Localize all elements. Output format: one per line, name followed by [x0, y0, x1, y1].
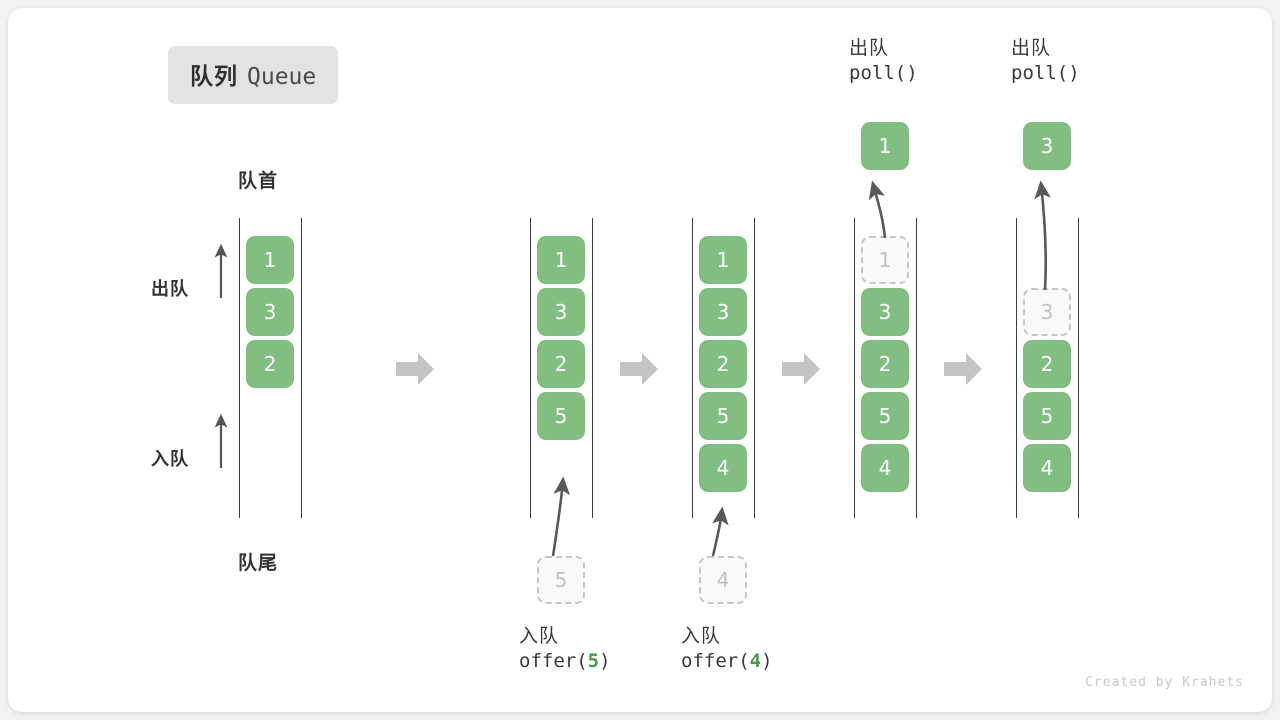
dequeue-curved-arrow	[868, 180, 887, 239]
caption-code-prefix: offer(	[519, 650, 588, 673]
operation-caption: 出队 poll()	[849, 36, 918, 87]
watermark: Created by Krahets	[1085, 675, 1244, 690]
queue-item: 3	[861, 288, 909, 336]
queue-slots: 1 3 2	[246, 236, 294, 392]
queue-item: 1	[699, 236, 747, 284]
flow-arrow-icon	[396, 353, 434, 385]
enqueue-curved-arrow	[711, 506, 729, 557]
title-english: Queue	[247, 64, 317, 90]
rail-right	[916, 218, 917, 518]
enqueue-side-label: 入队	[151, 449, 189, 469]
operation-caption: 出队 poll()	[1011, 36, 1080, 87]
rail-left	[692, 218, 693, 518]
caption-code-prefix: offer(	[681, 650, 750, 673]
rail-left	[1016, 218, 1017, 518]
rail-left	[530, 218, 531, 518]
caption-code-number: 5	[587, 650, 600, 673]
enqueue-curved-arrow	[551, 476, 571, 557]
polled-item: 3	[1023, 122, 1071, 170]
queue-column-after-offer-4: 1 3 2 5 4 4 入队 offer(4)	[663, 8, 793, 712]
queue-item: 4	[1023, 444, 1071, 492]
queue-item: 5	[861, 392, 909, 440]
operation-caption: 入队 offer(5)	[519, 624, 611, 675]
flow-arrow-icon	[944, 353, 982, 385]
caption-chinese: 入队	[519, 626, 560, 647]
outgoing-ghost-item: 3	[1023, 288, 1071, 336]
dequeue-side-label: 出队	[151, 279, 189, 299]
queue-column-initial: 1 3 2	[210, 8, 340, 712]
queue-item: 2	[699, 340, 747, 388]
outgoing-ghost-item: 1	[861, 236, 909, 284]
queue-item: 2	[537, 340, 585, 388]
rail-right	[1078, 218, 1079, 518]
queue-item: 2	[246, 340, 294, 388]
incoming-ghost-item: 5	[537, 556, 585, 604]
queue-column-after-poll-3: 3 2 5 4 3 出队 poll()	[987, 8, 1117, 712]
caption-chinese: 入队	[681, 626, 722, 647]
queue-item: 1	[537, 236, 585, 284]
queue-head-label: 队首	[238, 171, 279, 192]
caption-code: poll()	[1011, 61, 1080, 86]
enqueue-direction-arrow	[214, 413, 228, 468]
queue-item: 1	[246, 236, 294, 284]
queue-item: 5	[1023, 392, 1071, 440]
caption-code: poll()	[849, 61, 918, 86]
queue-item: 5	[699, 392, 747, 440]
polled-item: 1	[861, 122, 909, 170]
rail-right	[592, 218, 593, 518]
incoming-ghost-item: 4	[699, 556, 747, 604]
title-badge: 队列 Queue	[168, 46, 339, 104]
queue-item: 4	[699, 444, 747, 492]
queue-item: 5	[537, 392, 585, 440]
dequeue-direction-arrow	[214, 243, 228, 298]
diagram-stage: 队列 Queue 队首 队尾 出队 入队 1 3 2 1	[8, 8, 1272, 712]
queue-item: 2	[861, 340, 909, 388]
queue-slots: 1 3 2 5	[537, 236, 585, 444]
queue-column-after-offer-5: 1 3 2 5 5 入队 offer(5)	[501, 8, 631, 712]
queue-slots: 1 3 2 5 4	[699, 236, 747, 496]
queue-item: 4	[861, 444, 909, 492]
caption-code-prefix: poll()	[1011, 62, 1080, 85]
caption-code-prefix: poll()	[849, 62, 918, 85]
dequeue-curved-arrow	[1034, 180, 1051, 291]
rail-right	[754, 218, 755, 518]
queue-item: 2	[1023, 340, 1071, 388]
queue-item: 3	[537, 288, 585, 336]
queue-column-after-poll-1: 1 3 2 5 4 1 出队 poll()	[825, 8, 955, 712]
caption-chinese: 出队	[1011, 38, 1052, 59]
queue-slots: 1 3 2 5 4	[861, 236, 909, 496]
queue-tail-label: 队尾	[238, 553, 279, 574]
queue-slots: 3 2 5 4	[1023, 288, 1071, 496]
flow-arrow-icon	[620, 353, 658, 385]
caption-chinese: 出队	[849, 38, 890, 59]
flow-arrow-icon	[782, 353, 820, 385]
caption-code-suffix: )	[599, 650, 611, 673]
rail-right	[301, 218, 302, 518]
caption-code: offer(4)	[681, 649, 773, 674]
caption-code-number: 4	[749, 650, 762, 673]
rail-left	[854, 218, 855, 518]
caption-code-suffix: )	[761, 650, 773, 673]
queue-item: 3	[246, 288, 294, 336]
rail-left	[239, 218, 240, 518]
title-chinese: 队列	[190, 63, 238, 89]
caption-code: offer(5)	[519, 649, 611, 674]
operation-caption: 入队 offer(4)	[681, 624, 773, 675]
queue-item: 3	[699, 288, 747, 336]
diagram-card: 队列 Queue 队首 队尾 出队 入队 1 3 2 1	[8, 8, 1272, 712]
